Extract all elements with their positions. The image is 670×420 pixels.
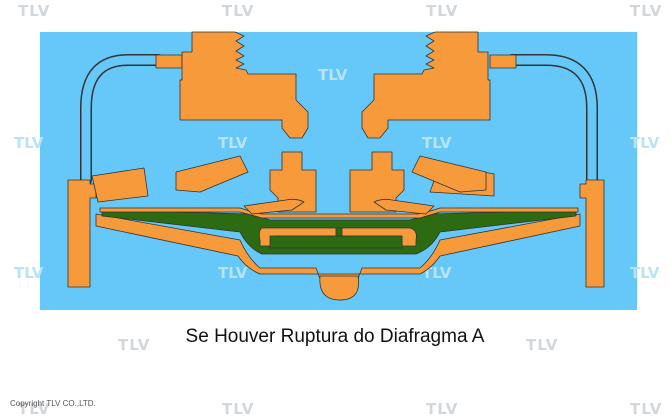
left-inner-block <box>175 155 249 193</box>
watermark: TLV <box>426 2 459 20</box>
watermark: TLV <box>630 134 660 152</box>
panel-watermarks: TLV TLV TLV TLV TLV TLV TLV TLV TLV <box>14 66 660 282</box>
watermark: TLV <box>218 134 248 152</box>
right-tube <box>507 55 597 185</box>
right-tube-fitting <box>489 54 517 69</box>
watermark: TLV <box>526 336 559 354</box>
center-slot <box>335 227 343 237</box>
watermark: TLV <box>422 134 452 152</box>
right-seat-lip <box>373 198 435 215</box>
right-inner-block <box>411 155 487 193</box>
left-tube <box>81 55 163 185</box>
watermark: TLV <box>630 264 660 282</box>
watermark: TLV <box>630 400 663 418</box>
inner-diaphragm <box>269 235 403 249</box>
left-side-body <box>67 179 97 288</box>
watermark: TLV <box>118 336 151 354</box>
watermark: TLV <box>18 400 51 418</box>
watermark: TLV <box>222 400 255 418</box>
upper-left-body <box>179 31 309 139</box>
bottom-plug <box>319 275 359 301</box>
watermark: TLV <box>218 264 248 282</box>
sensing-tubes <box>80 54 598 186</box>
right-side-body <box>579 179 605 288</box>
copyright-notice: Copyright TLV CO.,LTD. <box>10 399 96 408</box>
diagram-caption: Se Houver Ruptura do Diafragma A <box>185 326 485 347</box>
watermark: TLV <box>422 264 452 282</box>
watermark: TLV <box>318 66 348 84</box>
watermark: TLV <box>222 2 255 20</box>
watermark: TLV <box>14 264 44 282</box>
watermark: TLV <box>426 400 459 418</box>
right-piston <box>349 151 405 213</box>
watermark: TLV <box>630 2 663 20</box>
watermark: TLV <box>18 2 51 20</box>
left-outer-block <box>91 167 149 203</box>
left-piston <box>269 151 317 213</box>
watermark: TLV <box>14 134 44 152</box>
upper-right-body <box>361 31 491 139</box>
left-tube-fitting <box>155 54 183 69</box>
left-seat-lip <box>243 198 305 215</box>
